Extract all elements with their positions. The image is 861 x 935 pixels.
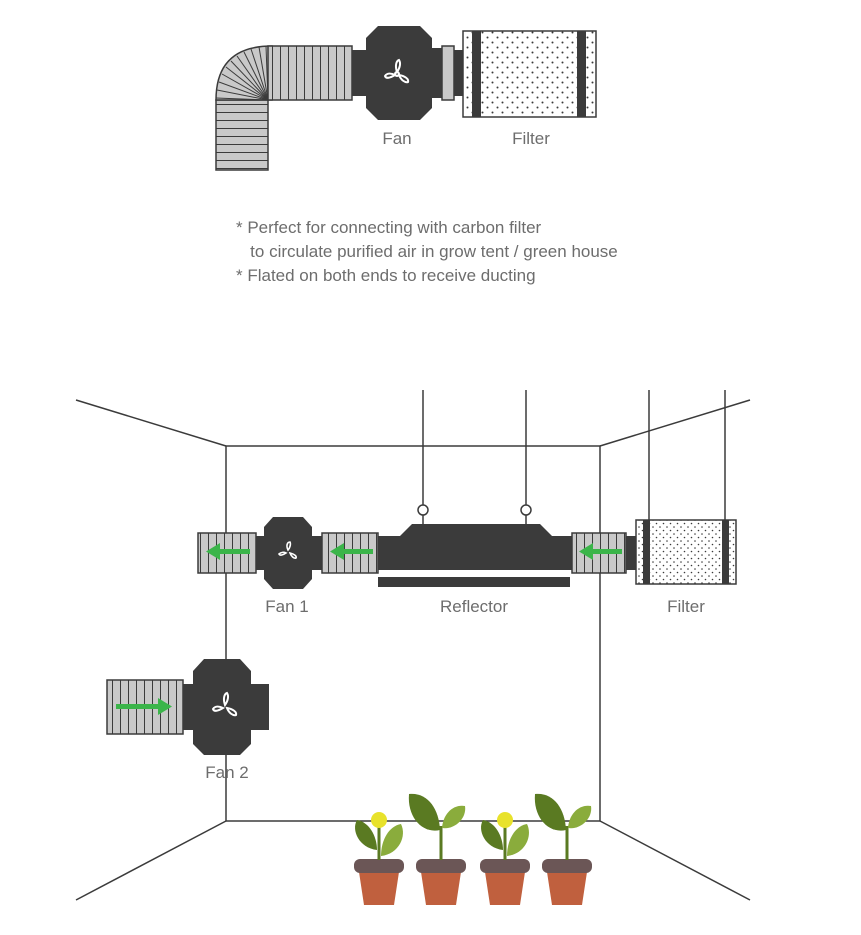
plant-flower-1: [354, 812, 404, 905]
top-filter-label: Filter: [512, 129, 550, 148]
top-fan-label: Fan: [382, 129, 411, 148]
fan-blade-icon: [383, 58, 410, 84]
note-line-3: * Flated on both ends to receive ducting: [236, 266, 536, 285]
arrow-icon: [116, 698, 172, 715]
arrow-icon: [579, 543, 622, 560]
fan1-blade-icon: [278, 541, 297, 559]
arrow-icon: [206, 543, 373, 560]
fan2-assembly: [106, 659, 269, 755]
plant-sprout-1: [408, 793, 466, 905]
note-line-1: * Perfect for connecting with carbon fil…: [236, 218, 542, 237]
fan1-label: Fan 1: [265, 597, 308, 616]
fan2-blade-icon: [211, 691, 238, 717]
plant-sprout-2: [534, 793, 592, 905]
reflector: [378, 524, 572, 587]
top-fan: [352, 26, 463, 120]
plant-flower-2: [480, 812, 530, 905]
notes-block: * Perfect for connecting with carbon fil…: [236, 216, 618, 288]
top-duct-elbow: [215, 45, 353, 171]
reflector-label: Reflector: [440, 597, 508, 616]
top-filter: [462, 30, 597, 118]
note-line-2: to circulate purified air in grow tent /…: [236, 242, 618, 261]
hanging-wires: [417, 390, 726, 524]
tent-room-outline: [75, 399, 751, 901]
fan2-label: Fan 2: [205, 763, 248, 782]
tent-filter-label: Filter: [667, 597, 705, 616]
